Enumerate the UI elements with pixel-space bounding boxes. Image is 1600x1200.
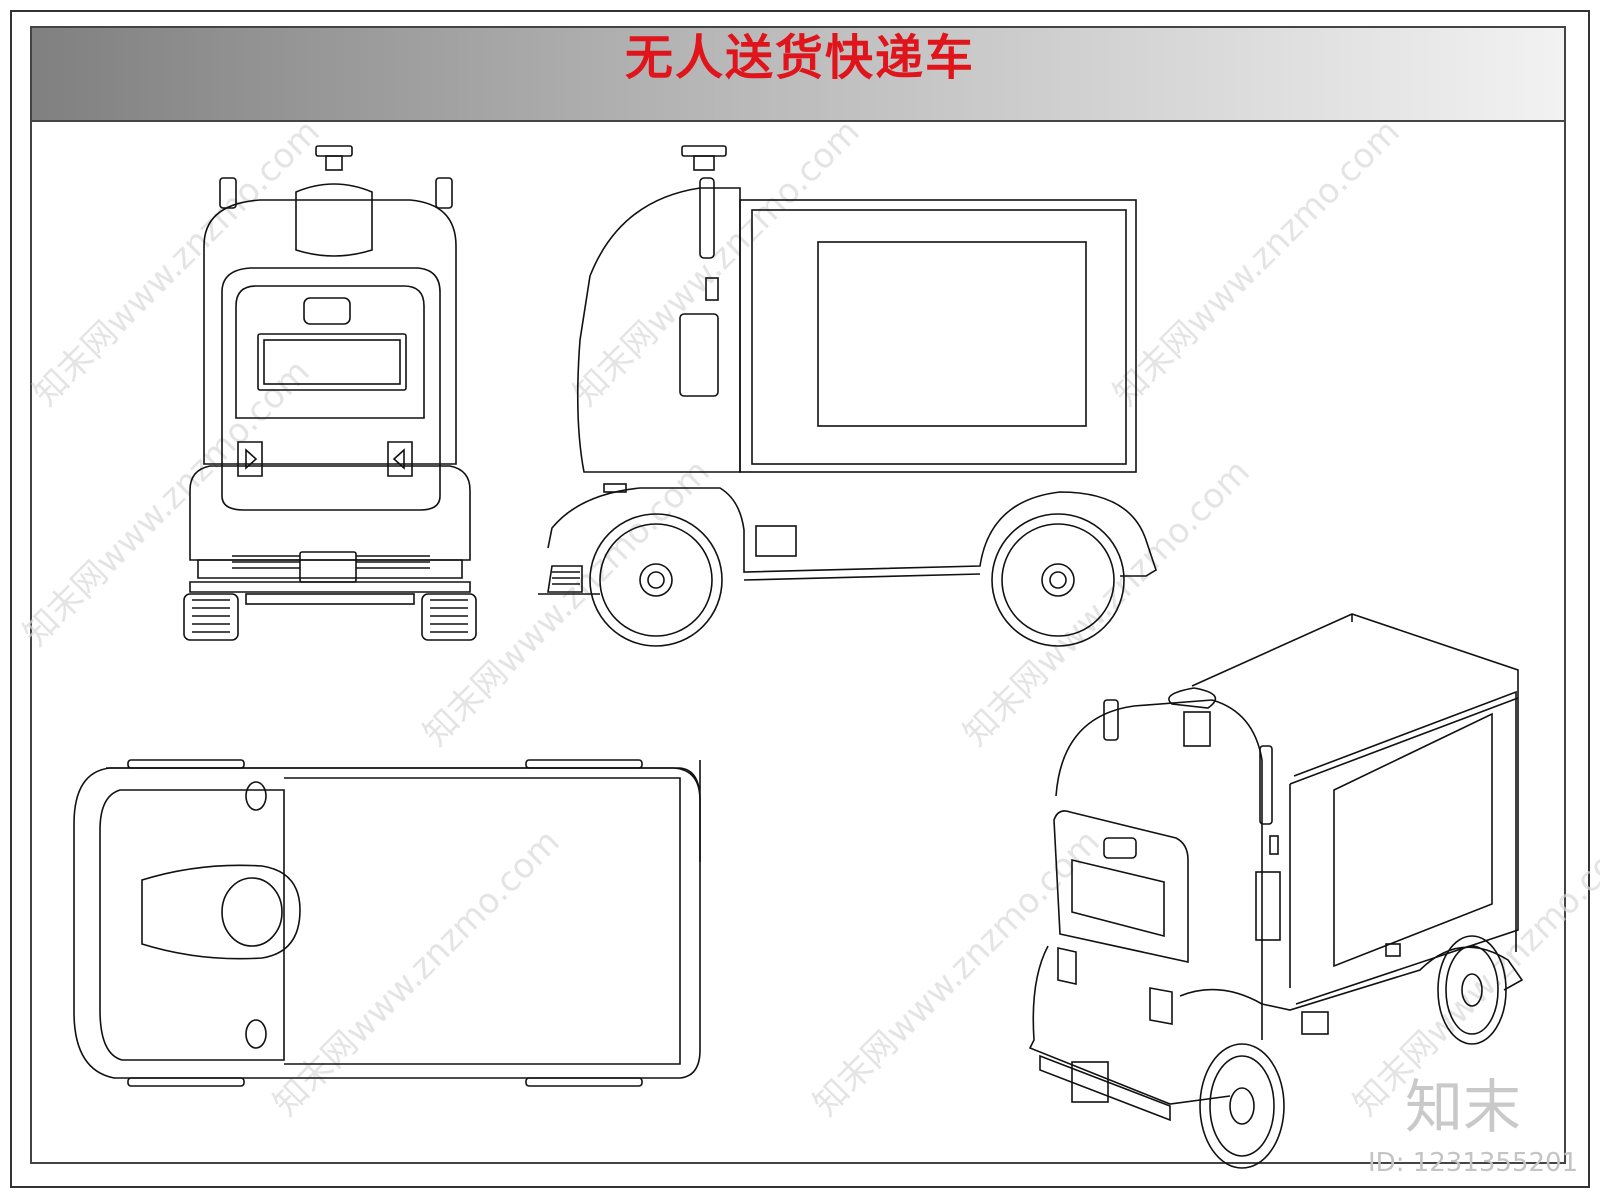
side-view [538, 145, 1157, 647]
drawing-title: 无人送货快递车 [624, 30, 975, 86]
top-view [73, 759, 701, 1087]
drawing-sheet [10, 10, 1590, 1188]
perspective-view [1028, 613, 1524, 1169]
front-view [183, 145, 477, 641]
title-bar [32, 28, 1564, 122]
brand-logo-text: 知末 [1405, 1073, 1522, 1141]
drawing-frame [30, 26, 1566, 1164]
image-id-label: ID: 1231355201 [1368, 1148, 1579, 1178]
